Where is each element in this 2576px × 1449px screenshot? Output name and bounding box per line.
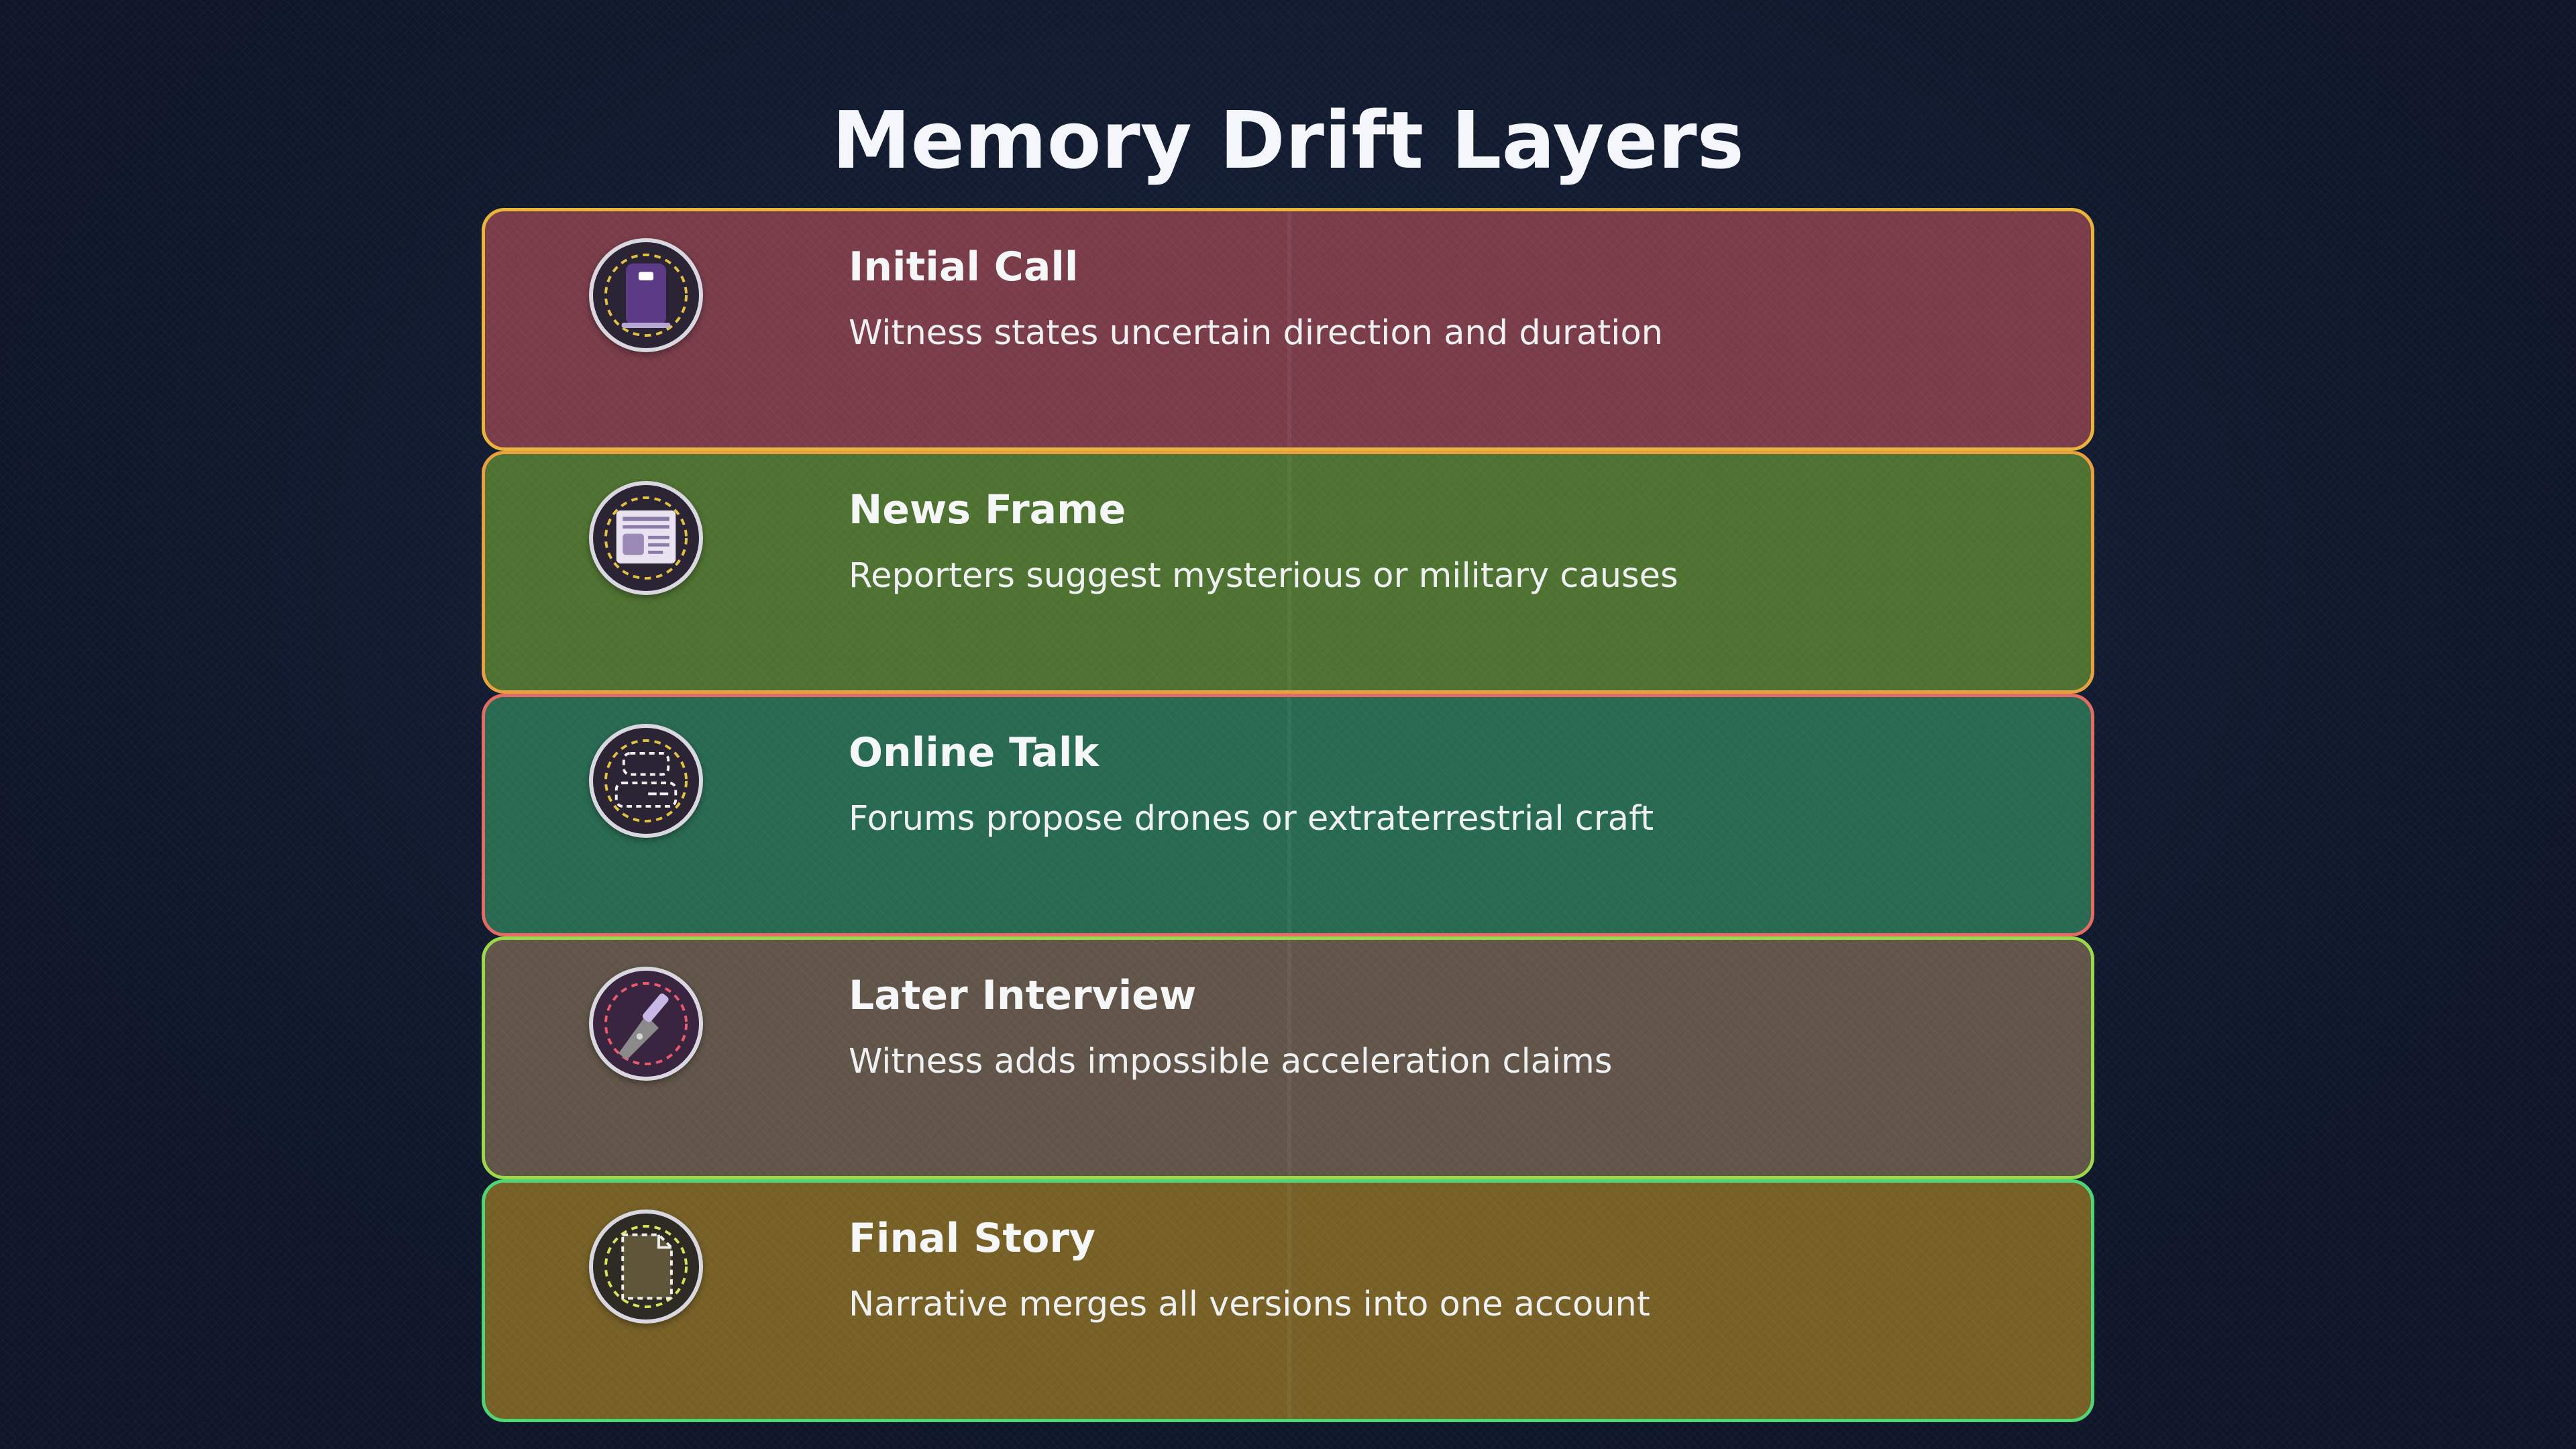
center-divider — [1287, 454, 1291, 690]
page-title: Memory Drift Layers — [832, 94, 1744, 186]
layer-title: Later Interview — [849, 972, 1197, 1019]
layer-final-story: Final Story Narrative merges all version… — [482, 1179, 2094, 1422]
center-divider — [1287, 697, 1291, 933]
layer-later-interview: Later Interview Witness adds impossible … — [482, 936, 2094, 1179]
phone-icon — [589, 238, 703, 352]
center-divider — [1287, 940, 1291, 1176]
layer-description: Narrative merges all versions into one a… — [849, 1285, 1650, 1324]
layer-description: Reporters suggest mysterious or military… — [849, 556, 1678, 596]
layer-online-talk: Online Talk Forums propose drones or ext… — [482, 694, 2094, 936]
layer-description: Witness adds impossible acceleration cla… — [849, 1042, 1613, 1081]
layer-description: Forums propose drones or extraterrestria… — [849, 799, 1654, 839]
layer-initial-call: Initial Call Witness states uncertain di… — [482, 208, 2094, 451]
center-divider — [1287, 211, 1291, 447]
layer-title: Final Story — [849, 1215, 1096, 1262]
layer-stack: Initial Call Witness states uncertain di… — [482, 208, 2094, 1422]
microphone-icon — [589, 967, 703, 1081]
layer-description: Witness states uncertain direction and d… — [849, 313, 1663, 353]
center-divider — [1287, 1183, 1291, 1419]
newspaper-icon — [589, 481, 703, 595]
layer-news-frame: News Frame Reporters suggest mysterious … — [482, 451, 2094, 694]
layer-title: Online Talk — [849, 729, 1099, 776]
chat-bubbles-icon — [589, 724, 703, 838]
layer-title: News Frame — [849, 486, 1126, 533]
layer-title: Initial Call — [849, 244, 1079, 290]
document-icon — [589, 1210, 703, 1324]
